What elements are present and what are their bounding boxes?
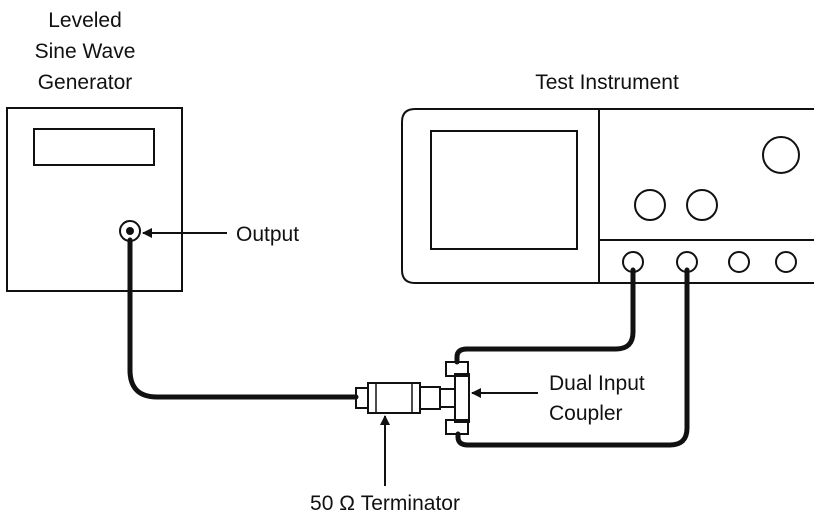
generator-body [6, 107, 183, 292]
generator-title-line-1: Leveled [48, 9, 122, 32]
generator-title-line-2: Sine Wave [35, 40, 136, 63]
instrument-connector-4 [775, 251, 797, 273]
instrument-title: Test Instrument [535, 71, 679, 94]
coupler-bar [454, 373, 470, 423]
instrument-knob-left [634, 189, 666, 221]
generator-title-line-3: Generator [38, 71, 133, 94]
instrument-screen [430, 130, 578, 250]
sine-wave-generator [6, 107, 183, 292]
terminator-connector [419, 386, 441, 410]
test-instrument [401, 108, 814, 284]
terminator [355, 382, 441, 414]
coupler-stem [439, 388, 456, 408]
generator-display [33, 128, 155, 166]
generator-title: Leveled Sine Wave Generator [35, 9, 136, 94]
output-label: Output [236, 223, 299, 246]
coupler-label-line-1: Dual Input [549, 372, 645, 395]
generator-to-terminator-cable [127, 237, 359, 400]
instrument-knob-right [686, 189, 718, 221]
terminator-label: 50 Ω Terminator [310, 492, 460, 515]
dual-input-coupler [439, 361, 470, 435]
instrument-connector-3 [728, 251, 750, 273]
instrument-large-knob [762, 136, 800, 174]
coupler-to-input2-cable [455, 267, 690, 448]
coupler-to-input1-cable [454, 267, 636, 365]
generator-output-pin [126, 227, 134, 235]
instrument-body [401, 108, 814, 284]
coupler-label-line-2: Coupler [549, 402, 623, 425]
